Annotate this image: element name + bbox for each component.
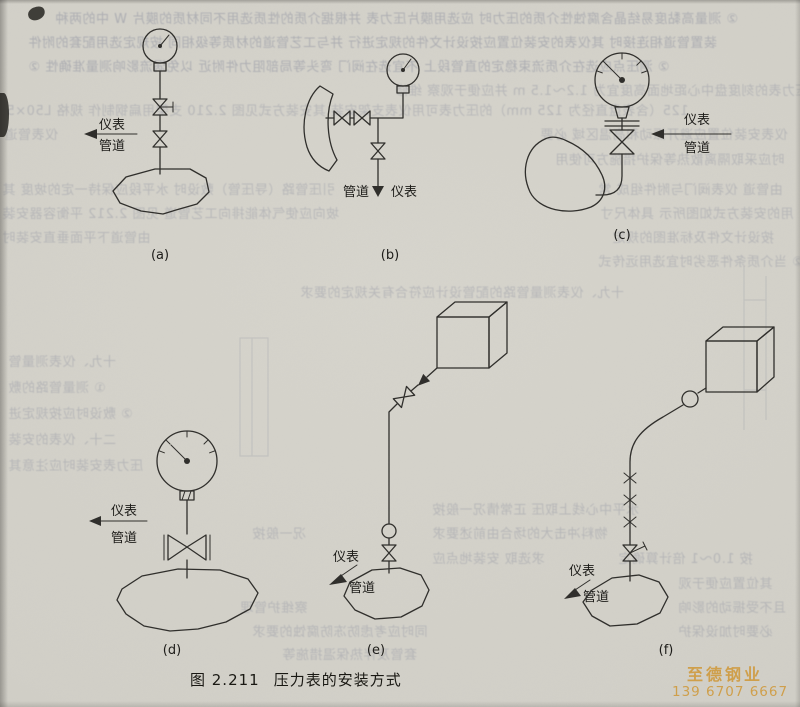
watermark-phone: 139 6707 6667	[672, 684, 789, 700]
ink-smudge	[0, 93, 9, 137]
figure-title: 压力表的安装方式	[273, 671, 402, 689]
figure-caption: 图 2.211 压力表的安装方式	[190, 669, 402, 690]
figure-number: 图 2.211	[190, 671, 260, 689]
watermark-brand: 至德钢业	[687, 665, 764, 684]
